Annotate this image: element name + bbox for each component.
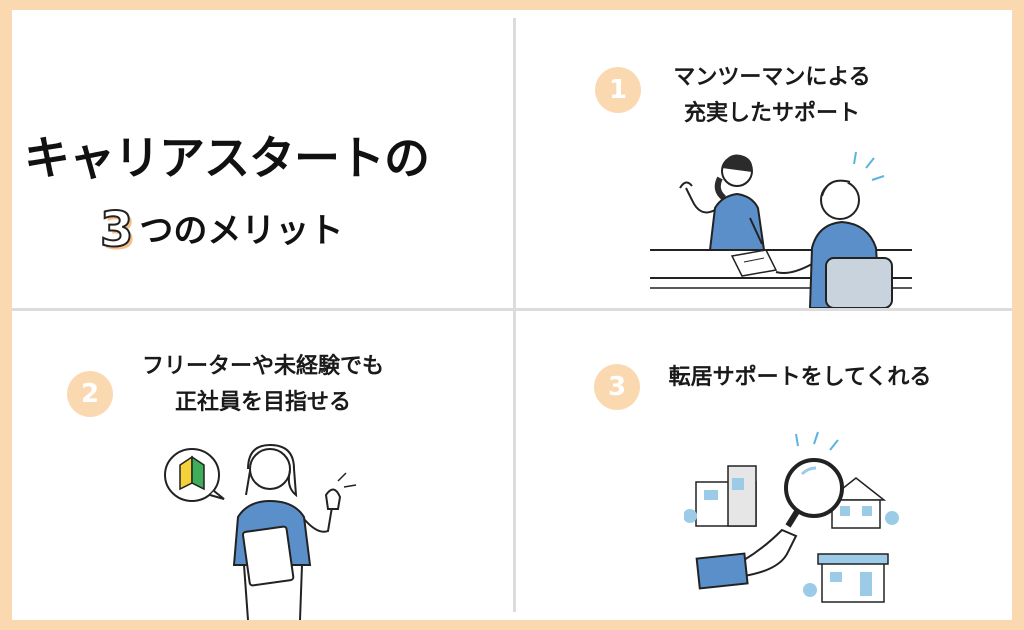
merit-1-heading: マンツーマンによる 充実したサポート	[652, 60, 892, 132]
title-line-2-text: つのメリット	[139, 211, 344, 251]
merit-3-line-1: 転居サポートをしてくれる	[668, 365, 932, 390]
title-line-1: キャリアスタートの	[24, 131, 430, 185]
vertical-divider	[513, 18, 516, 612]
merit-1-line-2: 充実したサポート	[683, 101, 860, 126]
consultation-icon	[650, 151, 912, 308]
merit-2-badge: 2	[67, 371, 113, 417]
merit-2-line-1: フリーターや未経験でも	[141, 354, 384, 379]
merit-2-line-2: 正社員を目指せる	[174, 390, 351, 415]
horizontal-divider	[12, 308, 1012, 311]
merit-3-badge: 3	[594, 364, 640, 410]
merit-3-heading: 転居サポートをしてくれる	[650, 360, 950, 396]
merit-2-heading: フリーターや未経験でも 正社員を目指せる	[118, 349, 408, 421]
house-search-icon	[684, 431, 899, 603]
beginner-woman-icon	[164, 443, 357, 620]
merit-1-badge: 1	[595, 67, 641, 113]
merit-1-line-1: マンツーマンによる	[673, 65, 871, 90]
title-number: 3	[99, 201, 134, 259]
